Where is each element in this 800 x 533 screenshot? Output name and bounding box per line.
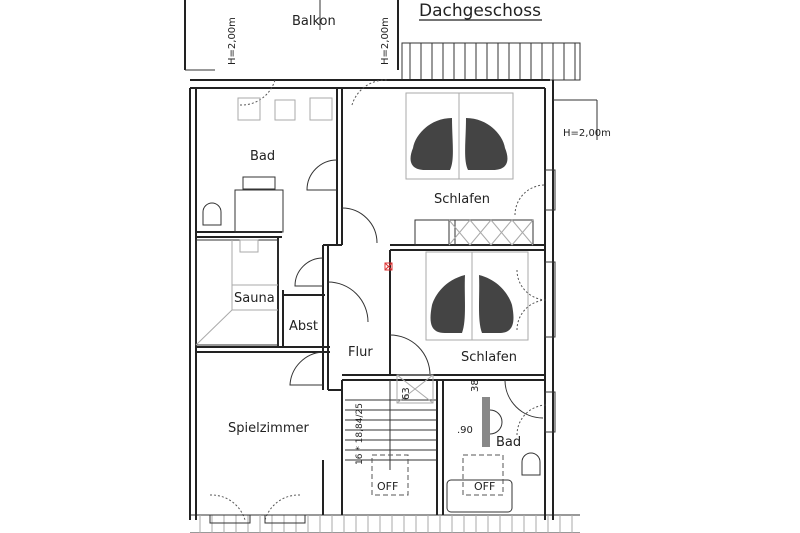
room-label-spielzimmer: Spielzimmer bbox=[228, 421, 309, 436]
wardrobe-cross bbox=[448, 219, 471, 246]
wardrobe-cross bbox=[469, 219, 492, 246]
room-label-schlafen-top: Schlafen bbox=[434, 192, 490, 207]
plan-title: Dachgeschoss bbox=[419, 1, 541, 21]
dimension-90: .90 bbox=[457, 425, 473, 436]
height-annotation-mid: H=2,00m bbox=[380, 17, 391, 65]
room-label-sauna: Sauna bbox=[234, 291, 275, 306]
shaft-dimension-38: 38 bbox=[470, 379, 481, 392]
off-label-stairs: OFF bbox=[377, 480, 398, 493]
height-annotation-left: H=2,00m bbox=[227, 17, 238, 65]
roof-eave-top bbox=[401, 42, 581, 81]
roof-eave-bottom bbox=[190, 514, 580, 533]
shaft-dimension-63: 63 bbox=[401, 387, 412, 400]
room-label-schlafen-bottom: Schlafen bbox=[461, 350, 517, 365]
balcony bbox=[184, 0, 399, 71]
wardrobe-cross bbox=[511, 219, 534, 246]
room-label-flur: Flur bbox=[348, 345, 373, 360]
furniture bbox=[195, 92, 541, 513]
height-annotation-right: H=2,00m bbox=[563, 128, 611, 139]
stairs-annotation: 16 * 18,84/25 bbox=[355, 403, 365, 465]
doors bbox=[209, 79, 548, 521]
exterior-walls bbox=[189, 79, 598, 520]
room-label-bad-bottom: Bad bbox=[496, 435, 521, 450]
room-label-abst: Abst bbox=[289, 319, 318, 334]
room-label-bad-top: Bad bbox=[250, 149, 275, 164]
off-label-bath: OFF bbox=[474, 480, 495, 493]
wardrobe-cross bbox=[490, 219, 513, 246]
windows bbox=[209, 169, 556, 524]
room-label-balkon: Balkon bbox=[292, 14, 336, 29]
